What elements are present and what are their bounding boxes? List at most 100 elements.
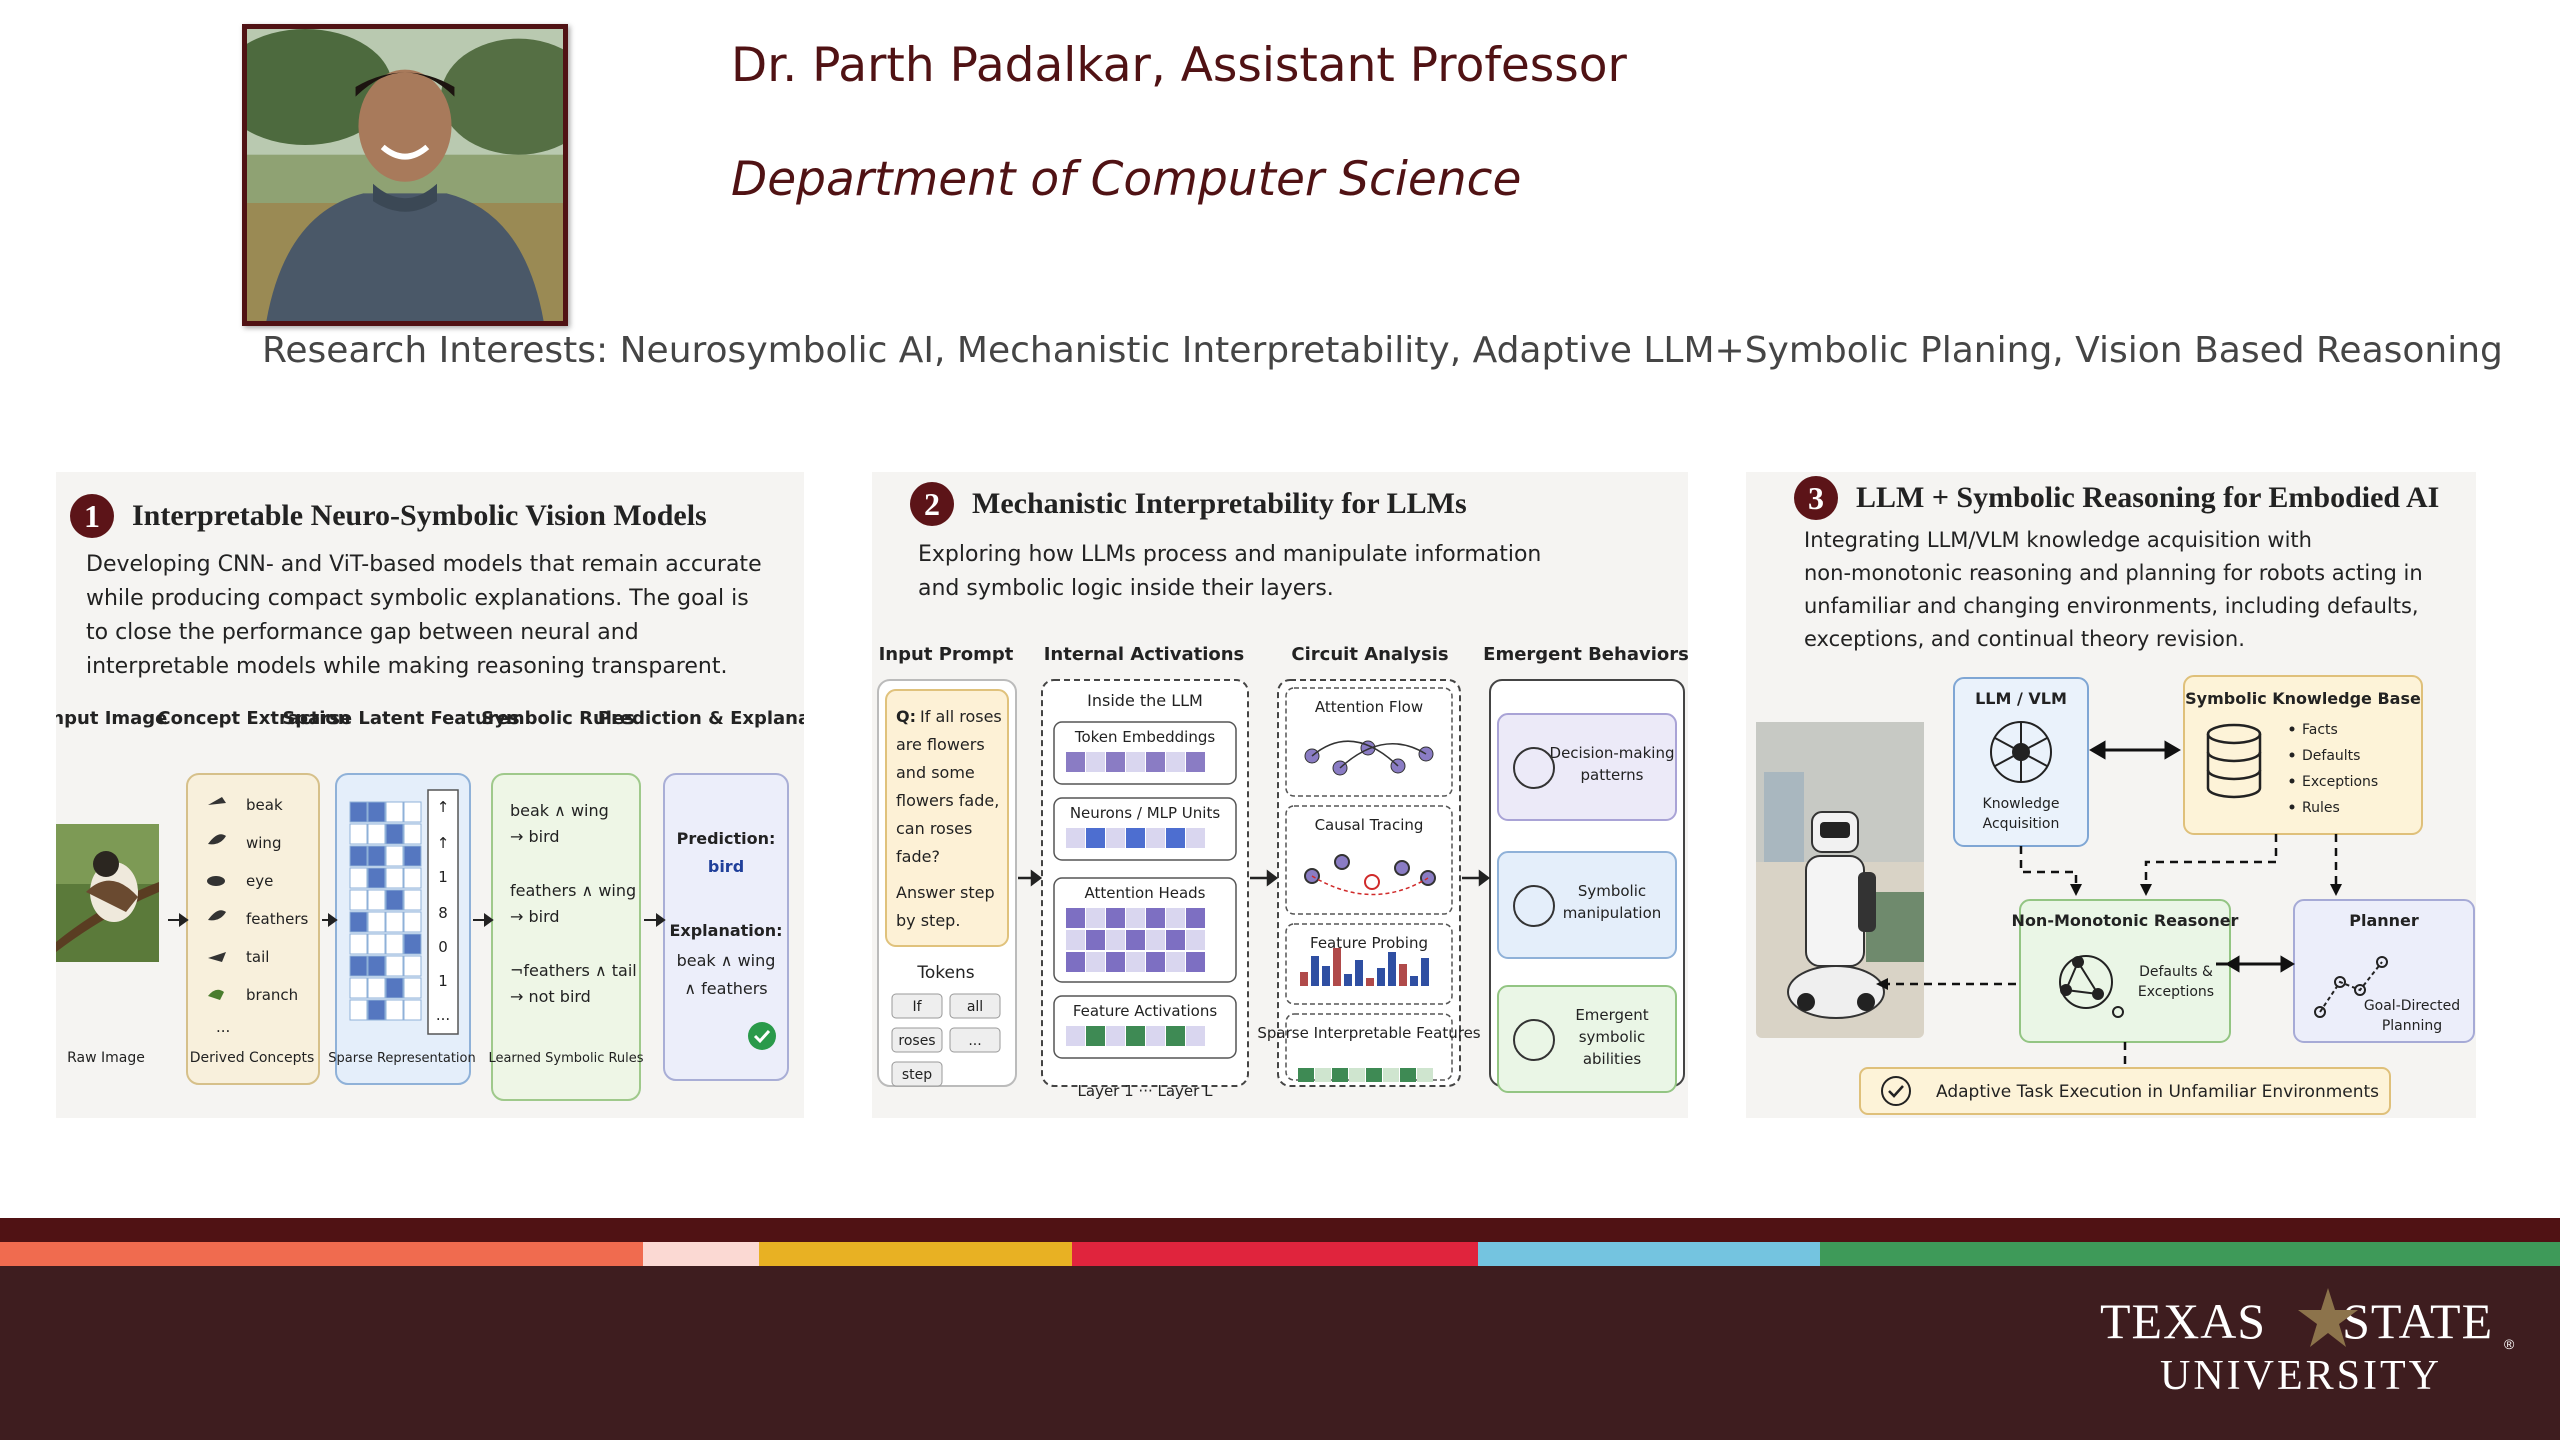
- svg-text:...: ...: [436, 1006, 450, 1024]
- activation-cell: [1086, 908, 1105, 928]
- sparse-cell: [367, 999, 386, 1021]
- sparse-cell: [367, 823, 386, 845]
- svg-text:Raw Image: Raw Image: [67, 1050, 145, 1066]
- panel-embodied-ai: 3 LLM + Symbolic Reasoning for Embodied …: [1746, 472, 2476, 1118]
- token-chips: If all roses ... step: [891, 993, 1001, 1087]
- panel-2-number: 2: [910, 482, 954, 526]
- svg-text:Acquisition: Acquisition: [1983, 816, 2060, 832]
- sparse-cell: [385, 911, 404, 933]
- activation-cell: [1166, 1026, 1185, 1046]
- svg-text:If all roses: If all roses: [920, 707, 1002, 726]
- sparse-cell: [349, 977, 368, 999]
- probe-bar: [1311, 956, 1319, 986]
- behavior-label: abilities: [1583, 1050, 1641, 1068]
- profile-photo: [242, 24, 568, 326]
- planner-title: Planner: [2349, 911, 2419, 930]
- activation-cell: [1186, 828, 1205, 848]
- path-planning-icon: [2314, 956, 2388, 1018]
- activation-cell: [1086, 752, 1105, 772]
- probe-bar: [1421, 958, 1429, 986]
- panel-2-arrows: [1018, 869, 1491, 887]
- svg-text:beak ∧ wing: beak ∧ wing: [677, 951, 776, 970]
- caption-learned-rules: Learned Symbolic Rules: [488, 1051, 643, 1066]
- sparse-cell: [349, 999, 368, 1021]
- embodied-ai-architecture-diagram: LLM / VLM Knowledge Acquisition Symbolic…: [1756, 675, 2475, 1115]
- rule-3-premise: ¬feathers ∧ tail: [510, 961, 637, 980]
- sparse-cell: [403, 889, 422, 911]
- activation-cell: [1086, 952, 1105, 972]
- feature-cell: [1417, 1068, 1433, 1082]
- probe-bar: [1300, 972, 1308, 986]
- svg-text:and some: and some: [896, 763, 975, 782]
- svg-text:Knowledge: Knowledge: [1983, 796, 2060, 812]
- activation-cell: [1086, 828, 1105, 848]
- svg-text:Q:: Q:: [896, 707, 916, 726]
- activation-cell: [1106, 828, 1125, 848]
- sparse-cell: [403, 845, 422, 867]
- panel-neuro-symbolic-vision: 1 Interpretable Neuro-Symbolic Vision Mo…: [56, 472, 804, 1118]
- rule-3-conclusion: → not bird: [510, 987, 591, 1006]
- concept-tail: tail: [246, 948, 269, 966]
- activation-cell: [1146, 952, 1165, 972]
- svg-text:Inside the LLM: Inside the LLM: [1087, 691, 1203, 710]
- activation-cell: [1186, 952, 1205, 972]
- llm-vlm-title: LLM / VLM: [1975, 689, 2067, 708]
- feature-cell: [1383, 1068, 1399, 1082]
- col-concept-extraction: Concept Extraction: [157, 708, 350, 729]
- svg-text:Defaults &: Defaults &: [2139, 964, 2213, 980]
- activation-label: Attention Heads: [1084, 884, 1205, 902]
- activation-cell: [1146, 1026, 1165, 1046]
- sparse-cell: [349, 801, 368, 823]
- svg-text:Tokens: Tokens: [916, 963, 974, 983]
- svg-text:∧ feathers: ∧ feathers: [684, 979, 767, 998]
- activation-cell: [1146, 930, 1165, 950]
- activation-label: Token Embeddings: [1074, 728, 1216, 746]
- footer-band: [0, 1266, 2560, 1440]
- probe-bar: [1322, 966, 1330, 986]
- behavior-icon: [1513, 747, 1555, 789]
- sparse-cell: [403, 999, 422, 1021]
- svg-text:1: 1: [438, 972, 448, 990]
- behavior-label: manipulation: [1563, 904, 1662, 922]
- color-stripe: [0, 1242, 643, 1266]
- activation-cell: [1186, 930, 1205, 950]
- svg-text:Facts: Facts: [2302, 722, 2338, 738]
- probe-bar: [1333, 948, 1341, 986]
- rule-2-premise: feathers ∧ wing: [510, 881, 636, 900]
- svg-text:Planning: Planning: [2382, 1018, 2442, 1034]
- department-name: Department of Computer Science: [731, 152, 1522, 207]
- sparse-cell: [403, 801, 422, 823]
- svg-text:Prediction:: Prediction:: [677, 829, 776, 848]
- svg-text:0: 0: [438, 938, 448, 956]
- sparse-cell: [385, 823, 404, 845]
- sparse-cell: [385, 801, 404, 823]
- probe-bar: [1344, 974, 1352, 986]
- svg-text:1: 1: [438, 868, 448, 886]
- rule-2-conclusion: → bird: [510, 907, 560, 926]
- activation-cell: [1166, 828, 1185, 848]
- sparse-cell: [385, 977, 404, 999]
- probe-bar: [1366, 978, 1374, 986]
- activation-cell: [1126, 908, 1145, 928]
- concept-feathers: feathers: [246, 910, 308, 928]
- panel-3-title: 3 LLM + Symbolic Reasoning for Embodied …: [1794, 476, 2439, 520]
- activation-cell: [1086, 930, 1105, 950]
- activation-cell: [1166, 908, 1185, 928]
- panel-3-description: Integrating LLM/VLM knowledge acquisitio…: [1804, 528, 2423, 651]
- sparse-cell: [367, 933, 386, 955]
- behavior-label: symbolic: [1579, 1028, 1646, 1046]
- col-symbolic-rules: Symbolic Rules: [481, 708, 635, 729]
- svg-text:Layer 1 ··· Layer L: Layer 1 ··· Layer L: [1078, 1082, 1214, 1100]
- svg-text:Explanation:: Explanation:: [669, 921, 782, 940]
- panel-mechanistic-interpretability: 2 Mechanistic Interpretability for LLMs …: [872, 472, 1688, 1118]
- concept-wing: wing: [246, 834, 281, 852]
- circuit-label: Feature Probing: [1310, 934, 1428, 952]
- feature-cell: [1332, 1068, 1348, 1082]
- svg-text:Answer step: Answer step: [896, 883, 995, 902]
- sparse-cell: [367, 955, 386, 977]
- svg-text:↑: ↑: [437, 834, 450, 852]
- svg-text:Derived Concepts: Derived Concepts: [190, 1050, 314, 1066]
- svg-text:all: all: [967, 999, 983, 1015]
